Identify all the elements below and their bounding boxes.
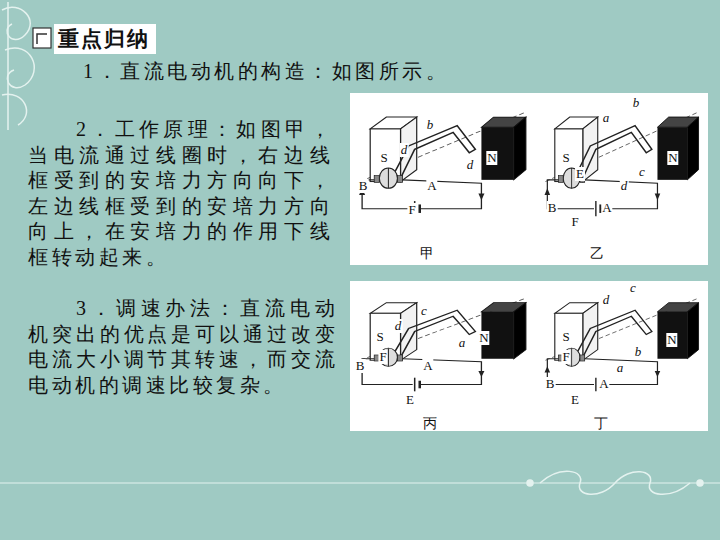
part-letter: S: [379, 151, 388, 165]
part-letter: B: [545, 377, 556, 391]
body-paragraph: 3．调速办法：直流电动机突出的优点是可以通过改变电流大小调节其转速，而交流电动机…: [28, 296, 338, 398]
footer-ornament: [527, 471, 703, 494]
part-letter: B: [355, 359, 366, 373]
part-letter: F: [407, 203, 416, 217]
part-letter: S: [375, 330, 384, 344]
motor-figure: [359, 112, 526, 216]
part-letter: A: [601, 201, 612, 215]
coil-side-letter: b: [426, 118, 435, 132]
motor-figure: [545, 112, 699, 216]
magnet-pole-label: N: [478, 331, 489, 345]
part-letter: E: [405, 393, 415, 407]
magnet-pole-label: N: [486, 151, 497, 165]
body-paragraph: 1．直流电动机的构造：如图所示。: [83, 59, 503, 85]
part-letter: E: [570, 393, 580, 407]
figure-caption: 乙: [590, 246, 604, 261]
coil-side-letter: a: [602, 111, 611, 125]
part-letter: A: [426, 179, 437, 193]
coil-side-letter: b: [634, 345, 643, 359]
footer-rule: [0, 482, 720, 483]
part-letter: F: [561, 350, 570, 364]
part-letter: S: [561, 151, 570, 165]
coil-side-letter: c: [420, 304, 428, 318]
coil-side-letter: d: [620, 179, 629, 193]
part-letter: B: [547, 201, 558, 215]
figure-caption: 丙: [423, 416, 437, 431]
magnet-pole-label: N: [667, 151, 678, 165]
figure-panel: [350, 281, 708, 431]
corner-ornament: [2, 2, 34, 130]
coil-side-letter: c: [638, 165, 646, 179]
coil-side-letter: d: [602, 293, 611, 307]
part-letter: A: [422, 359, 433, 373]
magnet-pole-label: N: [666, 333, 677, 347]
figure-caption: 丁: [594, 416, 608, 431]
coil-side-letter: c: [629, 281, 637, 295]
body-paragraph: 2．工作原理：如图甲，当电流通过线圈时，右边线框受到的安培力方向向下，左边线框受…: [28, 117, 333, 270]
coil-side-letter: b: [632, 96, 641, 110]
part-letter: B: [358, 179, 369, 193]
coil-side-letter: a: [458, 336, 467, 350]
motor-figure: [359, 298, 526, 391]
coil-side-letter: d: [394, 319, 403, 333]
coil-side-letter: d: [400, 143, 409, 157]
part-letter: F: [378, 350, 387, 364]
part-letter: E: [575, 167, 585, 181]
motor-figure: [545, 298, 699, 391]
figure-panel: [350, 93, 708, 265]
header-icon: [33, 28, 51, 48]
part-letter: F: [570, 215, 579, 229]
part-letter: A: [598, 377, 609, 391]
coil-side-letter: d: [466, 158, 475, 172]
figure-caption: 甲: [420, 246, 434, 261]
slide-title: 重点归纳: [54, 24, 156, 54]
coil-side-letter: a: [616, 361, 625, 375]
part-letter: S: [561, 330, 570, 344]
